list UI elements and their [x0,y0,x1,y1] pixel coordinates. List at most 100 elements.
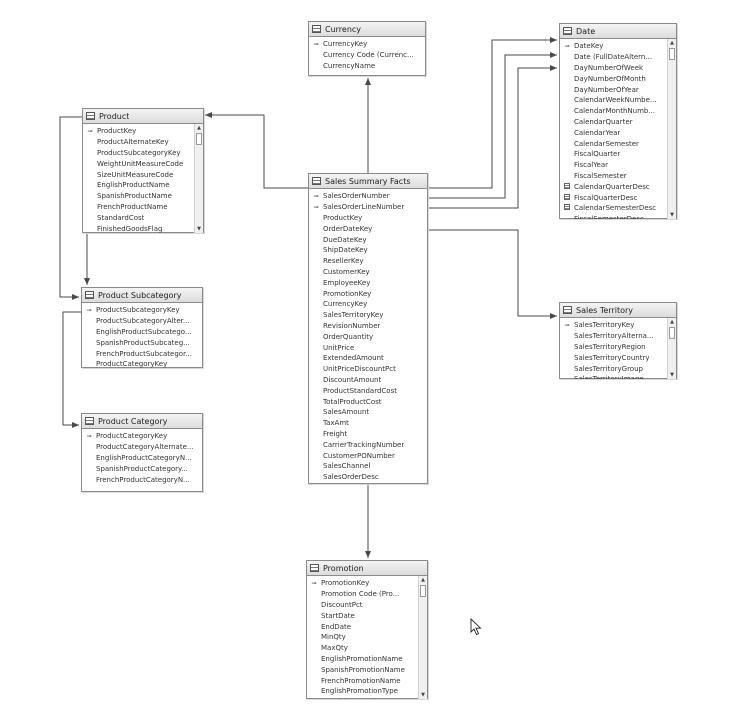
column-row[interactable]: StandardCost [83,212,193,223]
column-row[interactable]: Promotion Code (Pro... [307,589,417,600]
column-row[interactable]: DueDateKey [309,234,425,245]
column-row[interactable]: ProductAlternateKey [83,137,193,148]
scroll-thumb[interactable] [669,327,675,339]
column-row[interactable]: EnglishProductCategoryN... [82,453,200,464]
column-row[interactable]: OrderDateKey [309,223,425,234]
column-row[interactable]: CalendarMonthNumb... [560,106,666,117]
column-row[interactable]: FiscalQuarterDesc [560,192,666,203]
column-row[interactable]: FrenchPromotionName [307,675,417,686]
column-row[interactable]: PromotionKey [309,288,425,299]
column-row[interactable]: SalesTerritoryImage [560,374,666,379]
table-header[interactable]: Sales Summary Facts [309,174,427,189]
vertical-scrollbar[interactable]: ▲▼ [667,318,676,379]
column-row[interactable]: WeightUnitMeasureCode [83,158,193,169]
column-row[interactable]: FrenchProductSubcategor... [82,348,200,359]
column-row[interactable]: SpanishPromotionType [307,697,417,699]
column-row[interactable]: SalesTerritoryKey [309,310,425,321]
column-row[interactable]: DayNumberOfMonth [560,73,666,84]
column-row[interactable]: StartDate [307,610,417,621]
scroll-down-icon[interactable]: ▼ [421,692,425,698]
column-row[interactable]: ⊸DateKey [560,41,666,52]
column-row[interactable]: SpanishPromotionName [307,664,417,675]
table-header[interactable]: Sales Territory [560,303,676,318]
vertical-scrollbar[interactable]: ▲▼ [667,39,676,219]
column-row[interactable]: SalesTerritoryAlterna... [560,331,666,342]
column-row[interactable]: ⊸PromotionKey [307,578,417,589]
column-row[interactable]: MinQty [307,632,417,643]
scroll-up-icon[interactable]: ▲ [670,40,674,46]
column-row[interactable]: CalendarQuarterDesc [560,181,666,192]
column-row[interactable]: ExtendedAmount [309,353,425,364]
column-row[interactable]: ⊸SalesTerritoryKey [560,320,666,331]
column-row[interactable]: SpanishProductName [83,191,193,202]
scroll-down-icon[interactable]: ▼ [670,212,674,218]
column-row[interactable]: EnglishProductName [83,180,193,191]
scroll-up-icon[interactable]: ▲ [197,125,201,131]
column-row[interactable]: ⊸SalesOrderLineNumber [309,202,425,213]
column-row[interactable]: ⊸CurrencyKey [309,39,423,50]
scroll-down-icon[interactable]: ▼ [670,372,674,378]
column-row[interactable]: DiscountPct [307,600,417,611]
column-row[interactable]: CalendarYear [560,127,666,138]
column-row[interactable]: SalesTerritoryCountry [560,352,666,363]
table-header[interactable]: Product Subcategory [82,288,202,303]
column-row[interactable]: SalesTerritoryGroup [560,363,666,374]
scroll-thumb[interactable] [196,133,202,145]
column-row[interactable]: FrenchProductCategoryN... [82,474,200,485]
column-row[interactable]: ⊸ProductCategoryKey [82,431,200,442]
column-row[interactable]: ⊸SalesOrderNumber [309,191,425,202]
column-row[interactable]: CalendarSemesterDesc [560,203,666,214]
column-row[interactable]: FiscalYear [560,160,666,171]
column-row[interactable]: ShipDateKey [309,245,425,256]
column-row[interactable]: CarrierTrackingNumber [309,439,425,450]
column-row[interactable]: CustomerPONumber [309,450,425,461]
column-row[interactable]: TaxAmt [309,418,425,429]
column-row[interactable]: EndDate [307,621,417,632]
column-row[interactable]: ProductStandardCost [309,385,425,396]
column-row[interactable]: ProductSubcategoryAlter... [82,316,200,327]
column-row[interactable]: Freight [309,429,425,440]
relationship-line[interactable] [62,311,81,428]
column-row[interactable]: CurrencyName [309,61,423,72]
scroll-down-icon[interactable]: ▼ [197,226,201,232]
column-row[interactable]: ResellerKey [309,256,425,267]
scroll-up-icon[interactable]: ▲ [670,319,674,325]
column-row[interactable]: SalesAmount [309,407,425,418]
table-header[interactable]: Product Category [82,414,202,429]
table-header[interactable]: Currency [309,22,425,37]
column-row[interactable]: UnitPriceDiscountPct [309,364,425,375]
column-row[interactable]: CurrencyKey [309,299,425,310]
table-header[interactable]: Date [560,24,676,39]
table-product-subcategory[interactable]: Product Subcategory ⊸ProductSubcategoryK… [81,287,203,368]
relationship-line[interactable] [428,229,557,319]
column-row[interactable]: ProductKey [309,213,425,224]
column-row[interactable]: FiscalQuarter [560,149,666,160]
column-row[interactable]: ProductCategoryKey [82,359,200,368]
column-row[interactable]: DayNumberOfWeek [560,63,666,74]
column-row[interactable]: EmployeeKey [309,277,425,288]
column-row[interactable]: SpanishProductCategory... [82,463,200,474]
column-row[interactable]: ProductCategoryAlternate... [82,442,200,453]
column-row[interactable]: OrderQuantity [309,331,425,342]
scroll-thumb[interactable] [420,585,426,597]
table-header[interactable]: Product [83,109,203,124]
column-row[interactable]: DiscountAmount [309,375,425,386]
relationship-line[interactable] [428,37,557,189]
column-row[interactable]: SalesChannel [309,461,425,472]
column-row[interactable]: SalesOrderDesc [309,472,425,483]
column-row[interactable]: FiscalSemester [560,171,666,182]
column-row[interactable]: FrenchProductName [83,202,193,213]
column-row[interactable]: SalesTerritoryRegion [560,342,666,353]
column-row[interactable]: ProductSubcategoryKey [83,148,193,159]
column-row[interactable]: RevisionNumber [309,321,425,332]
column-row[interactable]: FiscalSemesterDesc [560,214,666,219]
